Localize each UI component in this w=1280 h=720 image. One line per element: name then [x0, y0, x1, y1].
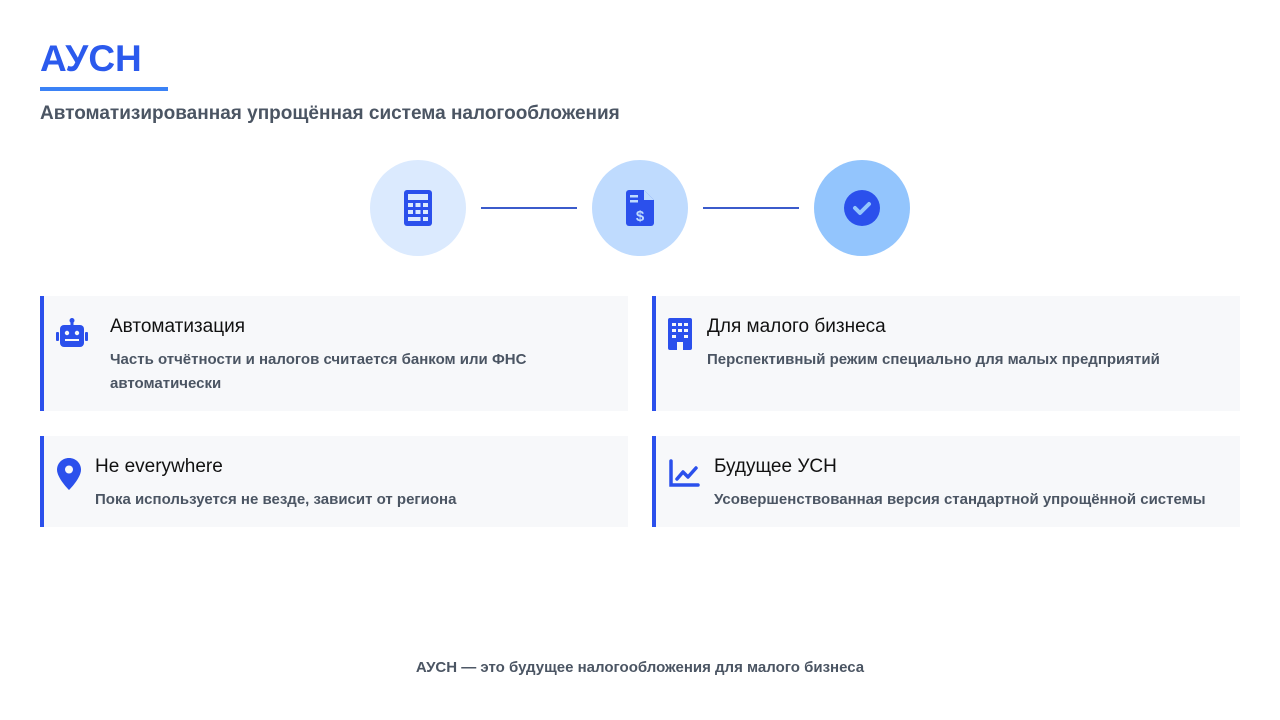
card-description: Пока используется не везде, зависит от р… [95, 491, 457, 508]
check-circle-icon [844, 190, 880, 226]
card-title: Для малого бизнеса [707, 316, 886, 337]
card-description-line: автоматически [110, 375, 222, 392]
map-pin-icon [57, 458, 81, 490]
card-title: Будущее УСН [714, 456, 837, 477]
building-icon [668, 318, 692, 350]
card-title: Не everywhere [95, 456, 223, 477]
robot-icon [56, 318, 88, 347]
card-description: Часть отчётности и налогов считается бан… [110, 348, 526, 396]
title-underline [40, 87, 168, 91]
page-subtitle: Автоматизированная упрощённая система на… [40, 103, 620, 124]
invoice-dollar-icon: $ [626, 190, 654, 226]
calculator-icon [404, 190, 432, 226]
card-description-line: Часть отчётности и налогов считается бан… [110, 351, 527, 368]
card-description: Усовершенствованная версия стандартной у… [714, 491, 1206, 508]
chart-line-icon [669, 459, 700, 487]
feature-card-region: Не everywhere Пока используется не везде… [40, 436, 628, 527]
svg-text:$: $ [636, 208, 645, 225]
card-title: Автоматизация [110, 316, 245, 337]
step-3 [814, 160, 910, 256]
feature-card-automation: Автоматизация Часть отчётности и налогов… [40, 296, 628, 411]
feature-card-future: Будущее УСН Усовершенствованная версия с… [652, 436, 1240, 527]
feature-card-small-business: Для малого бизнеса Перспективный режим с… [652, 296, 1240, 411]
step-2: $ [592, 160, 688, 256]
page-title: АУСН [40, 38, 142, 79]
step-connector [481, 207, 577, 209]
footer-tagline: АУСН — это будущее налогообложения для м… [415, 659, 865, 676]
step-connector [703, 207, 799, 209]
card-description: Перспективный режим специально для малых… [707, 351, 1160, 368]
step-1 [370, 160, 466, 256]
